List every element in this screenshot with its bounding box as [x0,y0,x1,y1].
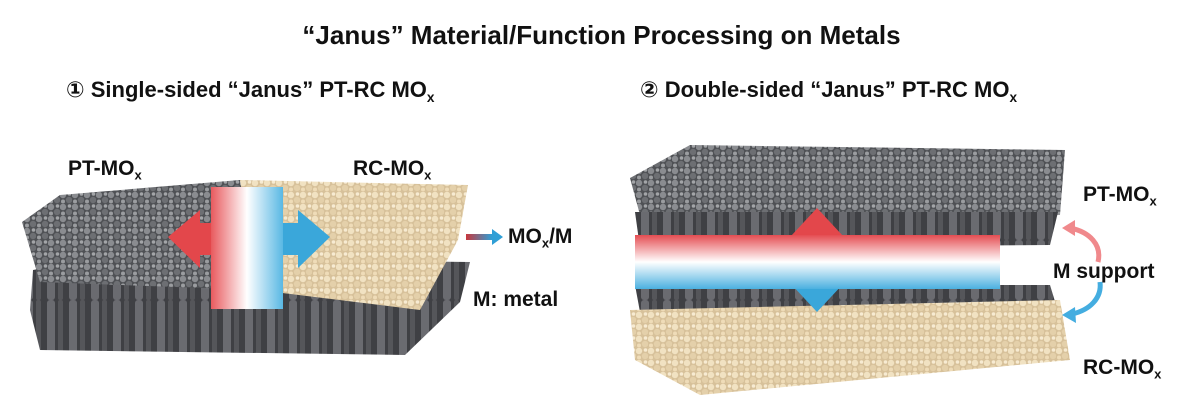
pt-mox-top-layer [630,145,1065,215]
rc-mox-layer [240,180,468,310]
metal-label: M: metal [473,288,559,311]
panel1-heading: ① Single-sided “Janus” PT-RC MOx [66,77,435,105]
janus-partition-cold-2 [635,262,1000,289]
rc-mox-label: RC-MOx [353,157,432,183]
m-support-label: M support [1053,260,1155,283]
pt-mox-label: PT-MOx [68,157,142,183]
figure-title: “Janus” Material/Function Processing on … [302,20,901,50]
single-sided-slab [22,180,503,355]
support-arrow-upper-head [1062,220,1075,236]
mox-m-label: MOx/M [508,225,573,251]
janus-partition-hot [211,187,247,309]
pt-mox-label-2: PT-MOx [1083,183,1157,209]
rc-mox-label-2: RC-MOx [1083,356,1162,382]
mox-m-arrow-shaft [466,234,492,240]
double-sided-slab [630,145,1103,395]
janus-partition-hot-2 [635,235,1000,262]
support-arrow-lower [1071,281,1103,317]
mox-m-arrow-head [492,229,503,245]
panel2-heading: ② Double-sided “Janus” PT-RC MOx [640,77,1018,105]
janus-partition-cold [247,187,283,309]
rc-mox-bottom-layer [630,300,1070,395]
support-arrow-lower-head [1062,307,1076,323]
